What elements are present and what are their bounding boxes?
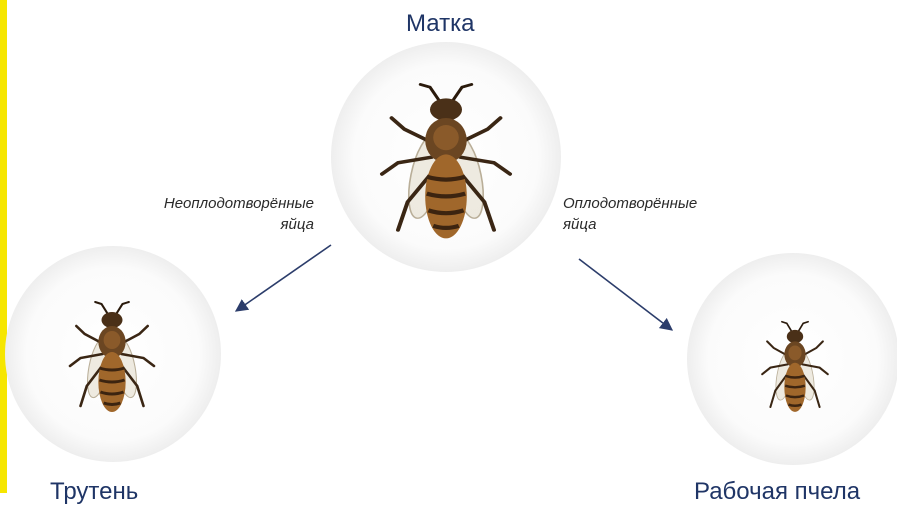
drone-title: Трутень: [50, 478, 138, 506]
fertilized-eggs-line1: Оплодотворённые: [563, 193, 697, 214]
fertilized-eggs-line2: яйца: [563, 214, 697, 235]
unfertilized-eggs-line2: яйца: [118, 214, 314, 235]
unfertilized-eggs-label: Неоплодотворённые яйца: [118, 193, 314, 235]
fertilized-arrow: [579, 259, 672, 330]
unfertilized-eggs-line1: Неоплодотворённые: [118, 193, 314, 214]
fertilized-eggs-label: Оплодотворённые яйца: [563, 193, 697, 235]
unfertilized-arrow: [236, 245, 331, 311]
worker-title: Рабочая пчела: [694, 478, 860, 506]
queen-title: Матка: [406, 10, 474, 38]
